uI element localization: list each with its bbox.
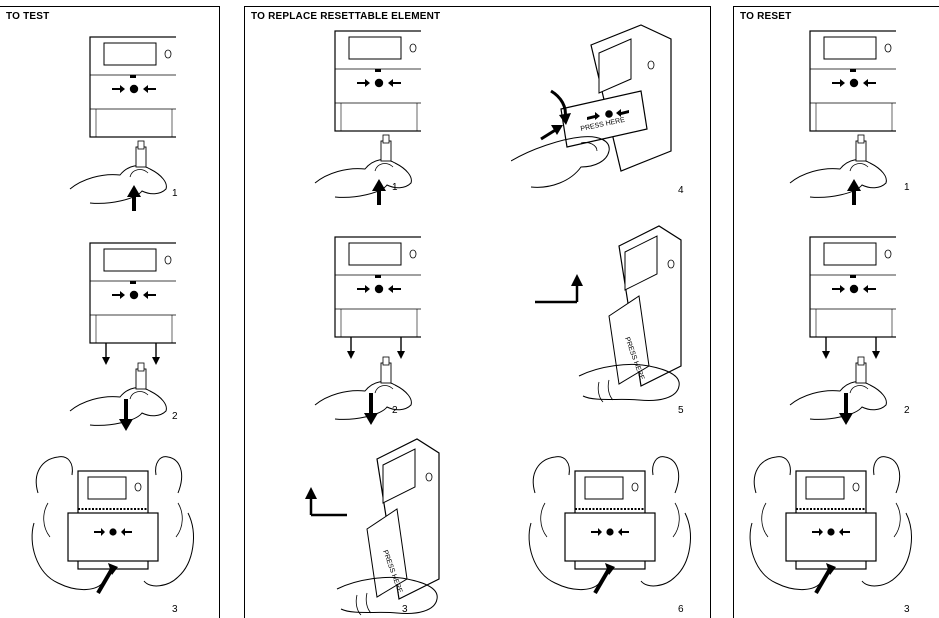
step-number: 6 bbox=[678, 604, 684, 615]
step-number: 1 bbox=[172, 188, 178, 199]
step-number: 1 bbox=[392, 182, 398, 193]
test-step-2-figure bbox=[36, 235, 176, 435]
test-step-1-figure bbox=[36, 31, 176, 221]
step-number: 5 bbox=[678, 405, 684, 416]
panel-title: TO REPLACE RESETTABLE ELEMENT bbox=[251, 11, 440, 22]
step-number: 3 bbox=[172, 604, 178, 615]
step-number: 1 bbox=[904, 182, 910, 193]
panel-replace-element: TO REPLACE RESETTABLE ELEMENT 1 2 3 PRES… bbox=[244, 6, 711, 618]
test-step-3-figure bbox=[20, 447, 200, 607]
step-number: 4 bbox=[678, 185, 684, 196]
step-number: 3 bbox=[402, 604, 408, 615]
step-number: 3 bbox=[904, 604, 910, 615]
step-number: 2 bbox=[392, 405, 398, 416]
reset-step-3-figure bbox=[738, 447, 918, 607]
replace-step-1-figure bbox=[281, 25, 421, 215]
replace-step-3-figure bbox=[297, 437, 447, 617]
reset-step-2-figure bbox=[756, 229, 896, 429]
panel-to-test: TO TEST 1 2 3 bbox=[0, 6, 220, 618]
step-number: 2 bbox=[172, 411, 178, 422]
replace-step-5-figure bbox=[527, 222, 697, 412]
replace-step-4-figure: PRESS HERE bbox=[511, 21, 701, 201]
replace-step-6-figure bbox=[517, 447, 697, 607]
replace-step-2-figure bbox=[281, 229, 421, 429]
panel-title: TO RESET bbox=[740, 11, 791, 22]
panel-to-reset: TO RESET 1 2 3 bbox=[733, 6, 939, 618]
step-number: 2 bbox=[904, 405, 910, 416]
reset-step-1-figure bbox=[756, 25, 896, 215]
panel-title: TO TEST bbox=[6, 11, 49, 22]
